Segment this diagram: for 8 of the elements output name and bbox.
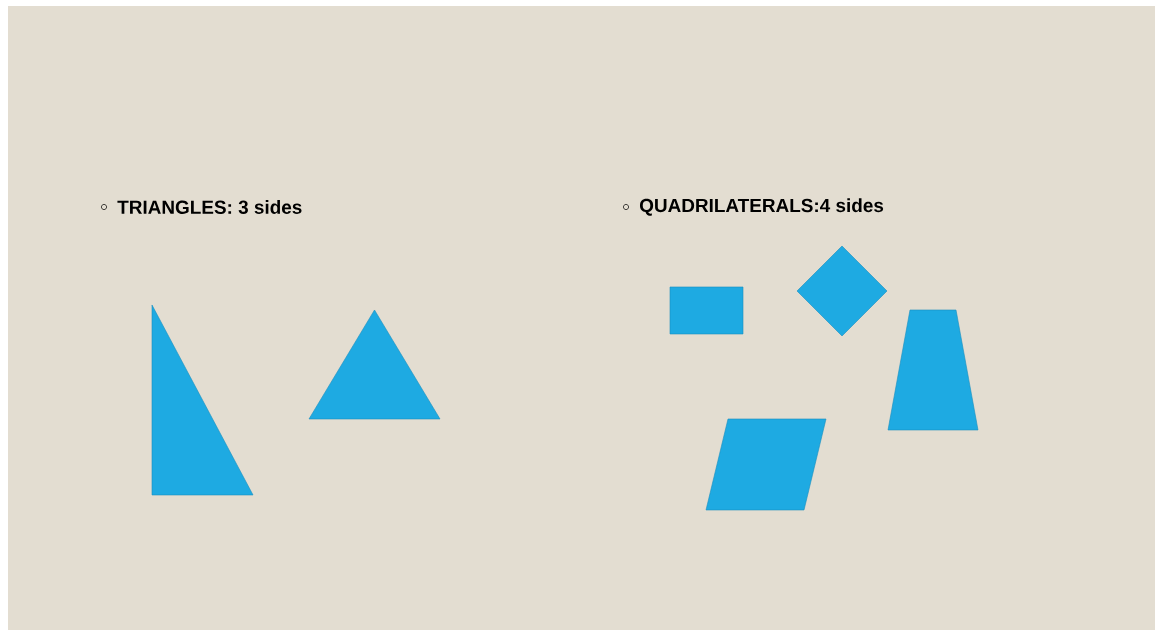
heading: TRIANGLES: 3 sides — [117, 200, 302, 214]
rectangle — [669, 286, 744, 335]
triangle — [151, 304, 254, 496]
heading: QUADRILATERALS:4 sides — [640, 198, 884, 216]
trapezoid — [887, 309, 979, 431]
diamond — [796, 245, 888, 337]
triangle — [308, 309, 441, 420]
parallelogram — [705, 418, 827, 511]
